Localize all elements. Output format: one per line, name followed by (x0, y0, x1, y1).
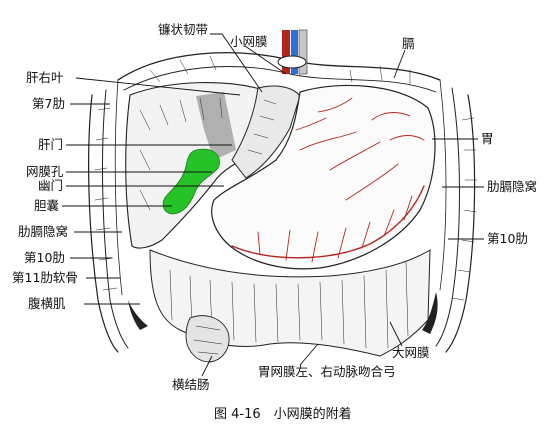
label-transverse-colon: 横结肠 (172, 377, 210, 392)
label-rib-11-cartilage: 第11肋软骨 (12, 270, 78, 285)
label-rib-10-left: 第10肋 (487, 231, 528, 246)
stomach (211, 84, 436, 270)
greater-omentum (149, 249, 431, 363)
gallbladder-shape (162, 148, 220, 215)
vessels (277, 29, 308, 75)
label-phrenicocolic-recess-left: 肋膈隐窝 (487, 179, 537, 194)
label-phrenicocolic-recess-right: 肋膈隐窝 (18, 224, 68, 239)
lesser-omentum-region (231, 85, 301, 179)
label-lesser-omentum: 小网膜 (230, 34, 268, 49)
label-rib-7: 第7肋 (32, 96, 65, 111)
label-rib-10-right: 第10肋 (24, 250, 65, 265)
leader-lines (62, 33, 484, 377)
label-right-lobe-liver: 肝右叶 (26, 70, 64, 85)
body-wall-left (422, 79, 478, 353)
body-wall-right (88, 79, 148, 353)
label-greater-omentum: 大网膜 (392, 345, 430, 360)
illustration (88, 29, 478, 363)
label-stomach: 胃 (481, 131, 494, 146)
label-falciform-ligament: 镰状韧带 (158, 22, 208, 37)
figure-caption: 图 4-16 小网膜的附着 (214, 406, 352, 422)
label-diaphragm: 膈 (402, 36, 415, 51)
label-epiploic-foramen: 网膜孔 (26, 164, 64, 179)
label-transversus-abdominis: 腹横肌 (28, 296, 66, 311)
label-porta-hepatis: 肝门 (38, 137, 63, 152)
label-gallbladder: 胆囊 (34, 198, 59, 213)
label-pylorus: 幽门 (38, 178, 63, 193)
label-gastroepiploic-arteries: 胃网膜左、右动脉吻合弓 (258, 364, 396, 379)
labels: 镰状韧带 小网膜 膈 肝右叶 第7肋 肝门 胃 网膜孔 幽门 肋膈隐窝 胆囊 肋… (12, 22, 537, 392)
